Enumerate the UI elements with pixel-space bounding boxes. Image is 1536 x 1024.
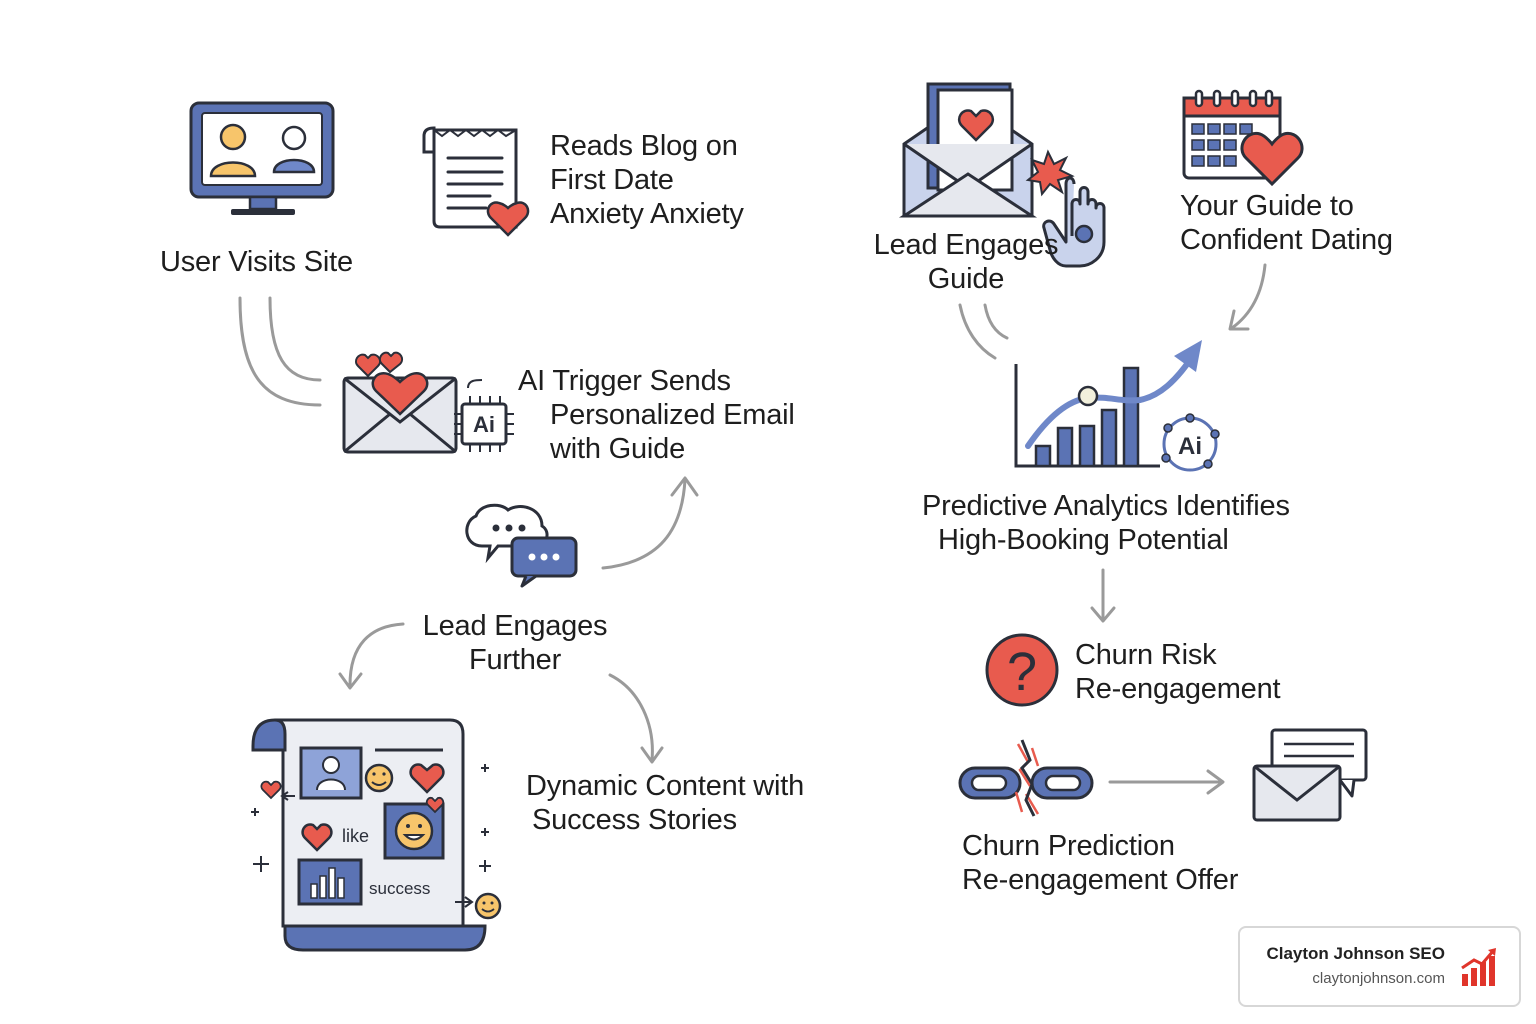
user-visits-label: User Visits Site bbox=[160, 246, 353, 278]
ai-email-icon: Ai bbox=[342, 351, 514, 454]
your-guide-label: Your Guide to Confident Dating bbox=[1180, 190, 1393, 256]
churn-risk-label: Churn Risk Re-engagement bbox=[1075, 639, 1281, 705]
open-email-click-icon bbox=[898, 82, 1106, 268]
lead-engages-further-label: Lead Engages Further bbox=[422, 610, 608, 676]
connector-user-to-ai-2 bbox=[268, 296, 322, 382]
brand-name: Clayton Johnson SEO bbox=[1266, 944, 1445, 963]
predictive-analytics-label: Predictive Analytics Identifies High-Boo… bbox=[922, 490, 1290, 556]
question-circle-icon: ? bbox=[985, 633, 1059, 707]
lead-engages-guide-label: Lead Engages Guide bbox=[873, 229, 1059, 295]
broken-chain-icon bbox=[958, 739, 1094, 817]
brand-badge[interactable]: Clayton Johnson SEO claytonjohnson.com bbox=[1238, 926, 1521, 1007]
connector-yourguide-to-analytics bbox=[1230, 263, 1267, 330]
blog-document-icon bbox=[422, 126, 530, 237]
connector-lead-to-dynamic bbox=[608, 673, 654, 762]
email-message-icon bbox=[1252, 728, 1368, 822]
calendar-heart-icon bbox=[1182, 89, 1304, 187]
brand-url: claytonjohnson.com bbox=[1312, 970, 1445, 987]
success-text: success bbox=[369, 879, 430, 898]
churn-prediction-label: Churn Prediction Re-engagement Offer bbox=[962, 830, 1239, 896]
connector-lead-to-ai bbox=[601, 478, 687, 570]
computer-monitor-icon bbox=[189, 101, 335, 215]
question-symbol: ? bbox=[1007, 642, 1037, 702]
ai-chip-text: Ai bbox=[473, 412, 495, 437]
chat-bubbles-icon bbox=[465, 503, 578, 588]
bar-chart-logo-icon bbox=[1461, 948, 1496, 986]
analytics-chart-icon: Ai bbox=[1014, 340, 1220, 472]
connector-lead-to-content bbox=[348, 622, 405, 687]
content-scroll-icon: like success bbox=[251, 718, 502, 952]
connector-guide-to-analytics bbox=[958, 303, 997, 360]
dynamic-content-label: Dynamic Content with Success Stories bbox=[526, 770, 805, 836]
analytics-ai-text: Ai bbox=[1178, 433, 1202, 460]
ai-trigger-label: AI Trigger Sends Personalized Email with… bbox=[518, 365, 795, 465]
reads-blog-label: Reads Blog on First Date Anxiety Anxiety bbox=[550, 130, 744, 230]
connector-user-to-ai bbox=[238, 296, 322, 407]
like-text: like bbox=[342, 826, 369, 846]
